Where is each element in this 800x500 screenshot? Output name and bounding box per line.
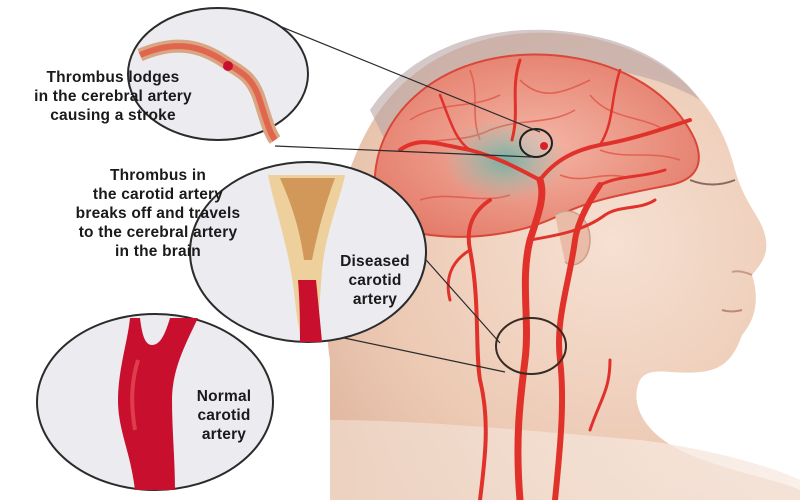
label-cerebral-thrombus: Thrombus lodges in the cerebral artery c…: [34, 69, 192, 124]
neck-marker-circle: [495, 317, 567, 375]
callout-normal-carotid: [36, 313, 274, 491]
head-illustration: [326, 29, 800, 500]
artery-network: [398, 58, 692, 500]
leader-lines: [239, 9, 541, 373]
label-diseased-carotid: Diseased carotid artery: [340, 253, 410, 308]
label-normal-carotid: Normal carotid artery: [196, 388, 252, 443]
callout-diseased-carotid: [189, 161, 427, 343]
brain-marker-circle: [519, 128, 553, 158]
label-carotid-thrombus: Thrombus in the carotid artery breaks of…: [75, 167, 241, 260]
callout-cerebral-artery: [127, 7, 309, 144]
